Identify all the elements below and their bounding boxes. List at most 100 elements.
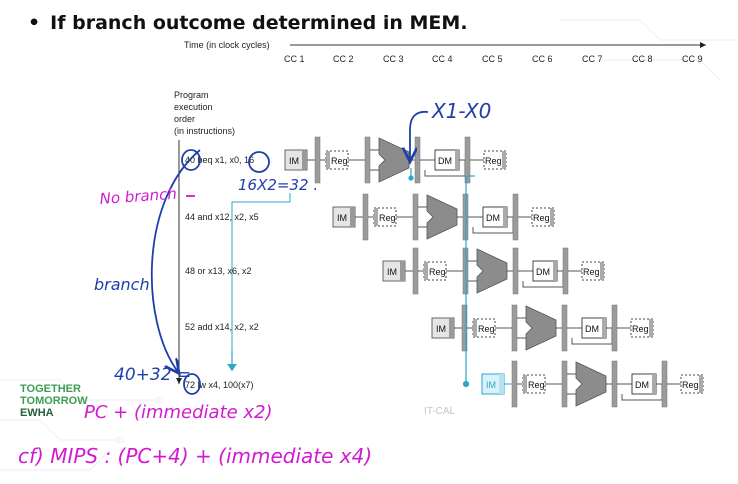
clock-cycle-label: CC 7	[582, 54, 603, 64]
pipeline-register	[412, 247, 419, 295]
dm-shade	[455, 150, 459, 170]
reg-shade	[699, 375, 703, 393]
pipeline-register	[512, 193, 519, 241]
reg-stage	[373, 207, 397, 227]
pipeline-register	[611, 304, 618, 352]
pipeline-register	[414, 136, 421, 184]
reg-label: Reg	[528, 380, 545, 390]
instruction-label: 52 add x14, x2, x2	[185, 322, 259, 332]
branch-arrow	[150, 149, 201, 372]
footer-label: IT-CAL	[424, 406, 456, 417]
wb-reg-stage	[630, 318, 654, 338]
order-label-line: (in instructions)	[174, 126, 235, 136]
pipeline-register	[561, 360, 568, 408]
alu-stage	[378, 137, 410, 183]
dm-shade	[553, 261, 557, 281]
dm-label: DM	[585, 324, 599, 334]
logo-line: TOMORROW	[20, 395, 88, 407]
reg-shade	[502, 151, 506, 169]
pipeline-register	[562, 247, 569, 295]
im-label: IM	[337, 213, 347, 223]
order-label: Program execution order (in instructions…	[174, 90, 235, 136]
wb-reg-stage	[680, 374, 704, 394]
pipeline-register	[661, 360, 668, 408]
reg-stage	[522, 374, 546, 394]
instruction-label: 72 lw x4, 100(x7)	[185, 380, 254, 390]
im-shade	[350, 207, 355, 227]
dm-shade	[602, 318, 606, 338]
clock-cycle-label: CC 5	[482, 54, 503, 64]
clock-cycle-label: CC 6	[532, 54, 553, 64]
logo-line: TOGETHER	[20, 383, 81, 395]
order-label-line: order	[174, 114, 195, 124]
instruction-label: 40 beq x1, x0, 16	[185, 155, 254, 165]
reg-stage	[472, 318, 496, 338]
pipeline-register	[511, 304, 518, 352]
annotation-addr-calc: 40+32 =	[114, 365, 191, 385]
pipeline-row: IM Reg DM Reg	[284, 136, 507, 184]
reg-shade	[326, 151, 330, 169]
im-shade	[302, 150, 307, 170]
pipeline-register	[512, 247, 519, 295]
pipeline-register	[511, 360, 518, 408]
pipeline-register	[611, 360, 618, 408]
im-shade	[499, 374, 504, 394]
reg-shade	[523, 375, 527, 393]
order-label-line: Program	[174, 90, 209, 100]
pipeline-register	[364, 136, 371, 184]
alu-stage	[525, 305, 557, 351]
cyan-branch-path	[227, 168, 475, 388]
reg-shade	[473, 319, 477, 337]
alu-stage	[426, 194, 458, 240]
annotation-x1-x0: X1-X0	[431, 99, 491, 123]
circle-40	[181, 149, 201, 171]
reg-label: Reg	[331, 156, 348, 166]
pipeline-register	[561, 304, 568, 352]
alu-stage	[476, 248, 508, 294]
reg-shade	[649, 319, 653, 337]
wb-reg-label: Reg	[632, 324, 649, 334]
wb-reg-stage	[581, 261, 605, 281]
wb-reg-label: Reg	[485, 156, 502, 166]
reg-label: Reg	[379, 213, 396, 223]
annotation-no-branch: No branch	[99, 185, 177, 208]
reg-stage	[325, 150, 349, 170]
pipeline-register	[362, 193, 369, 241]
reg-shade	[550, 208, 554, 226]
dm-shade	[652, 374, 656, 394]
dm-shade	[503, 207, 507, 227]
annotation-calc: 16X2=32 .	[238, 176, 318, 194]
time-axis-label: Time (in clock cycles)	[184, 40, 270, 50]
clock-cycle-label: CC 8	[632, 54, 653, 64]
instruction-label: 48 or x13, x6, x2	[185, 266, 252, 276]
wb-reg-stage	[483, 150, 507, 170]
title-text: If branch outcome determined in MEM.	[50, 12, 468, 34]
im-shade	[400, 261, 405, 281]
handwritten-annotations	[150, 110, 429, 395]
reg-label: Reg	[478, 324, 495, 334]
annotation-pc-formula: PC + (immediate x2)	[84, 402, 273, 423]
dm-label: DM	[536, 267, 550, 277]
university-logo: TOGETHER TOMORROW EWHA	[20, 383, 88, 419]
annotation-mips-formula: cf) MIPS : (PC+4) + (immediate x4)	[18, 444, 372, 468]
reg-shade	[600, 262, 604, 280]
bullet-icon: •	[28, 12, 41, 34]
im-label: IM	[387, 267, 397, 277]
wb-reg-label: Reg	[533, 213, 550, 223]
dm-label: DM	[635, 380, 649, 390]
dm-label: DM	[486, 213, 500, 223]
im-label: IM	[486, 380, 496, 390]
wb-reg-label: Reg	[583, 267, 600, 277]
reg-shade	[374, 208, 378, 226]
dm-label: DM	[438, 156, 452, 166]
alu-stage	[575, 361, 607, 407]
logo-line: EWHA	[20, 407, 54, 419]
im-label: IM	[289, 156, 299, 166]
pipeline-register	[412, 193, 419, 241]
arrow-x1-x0	[410, 110, 429, 160]
wb-reg-stage	[531, 207, 555, 227]
